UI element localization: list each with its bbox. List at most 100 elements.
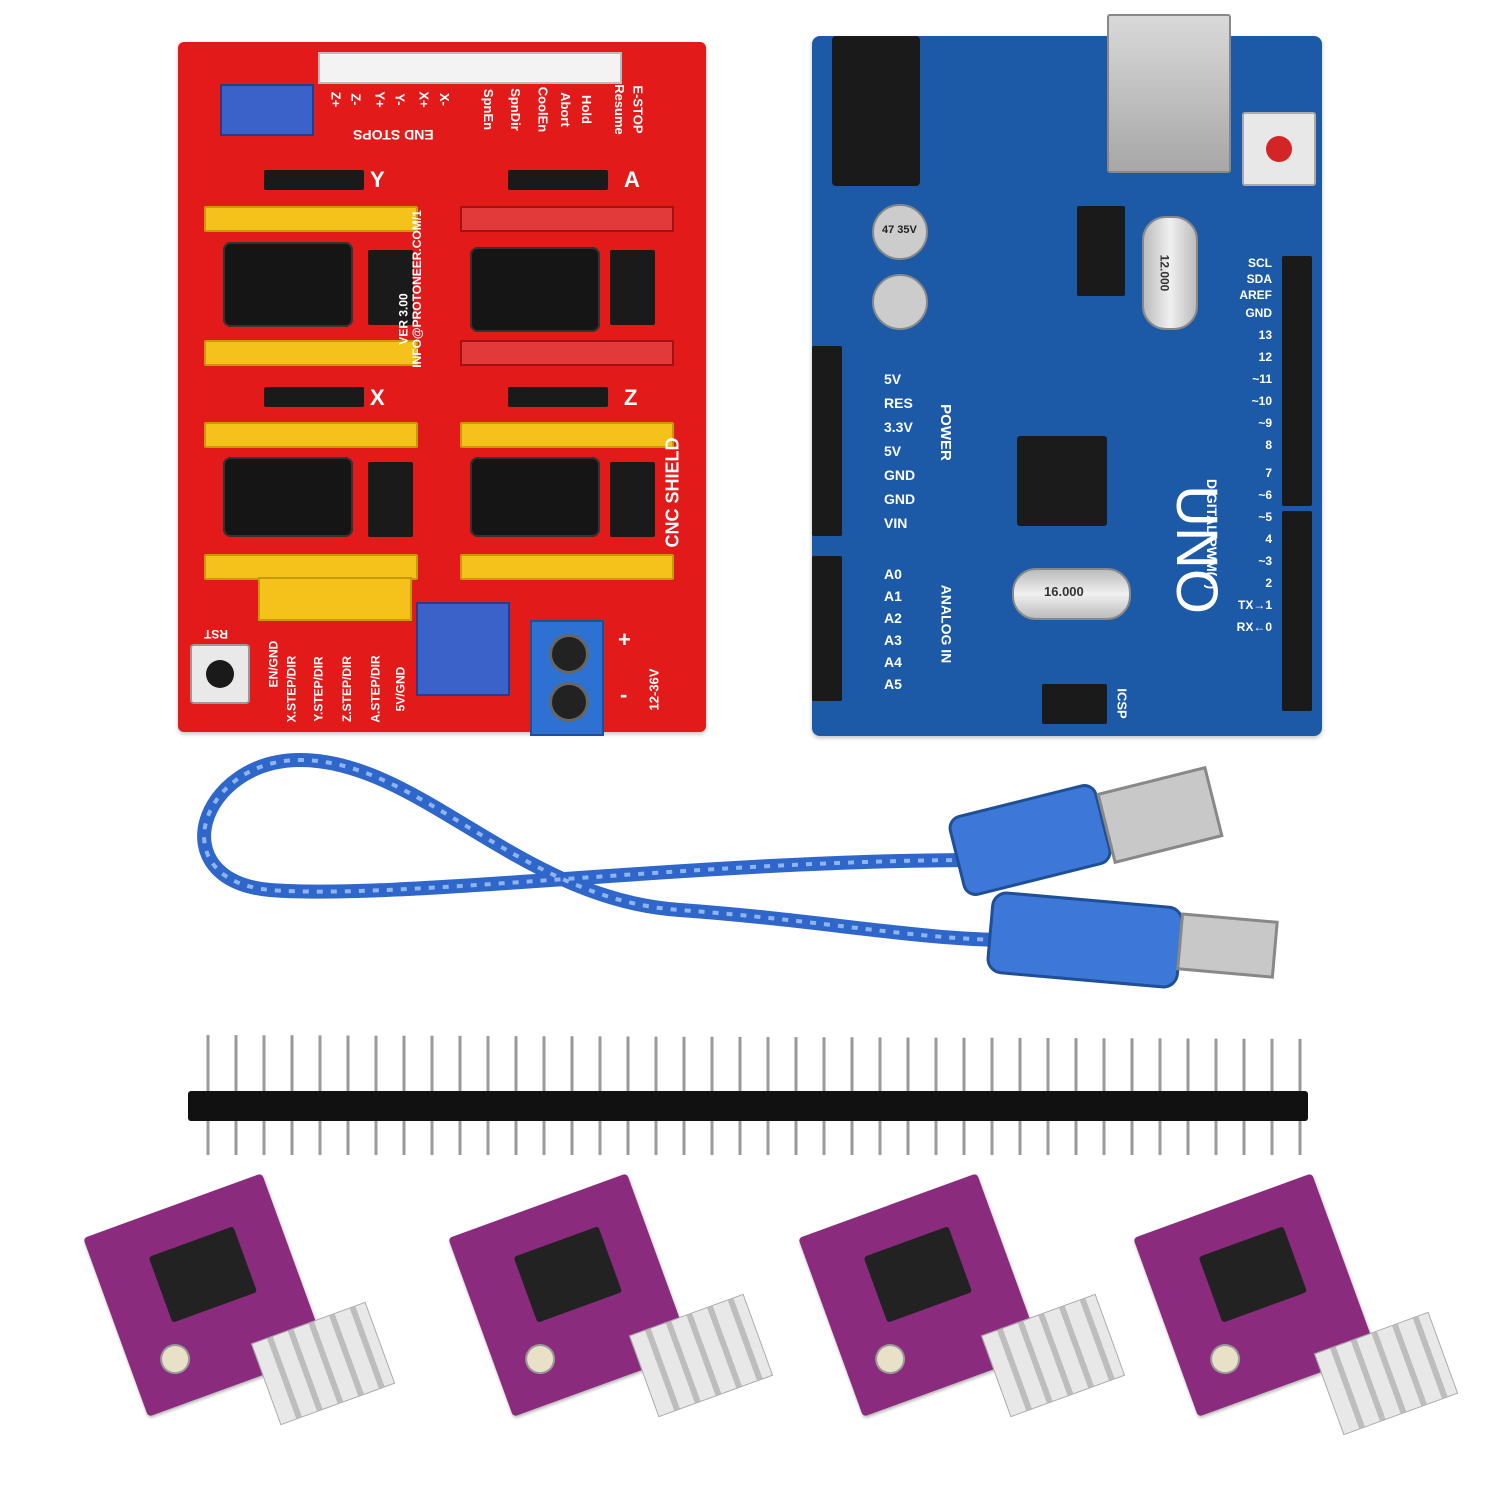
z-socket-top — [460, 422, 674, 448]
pin-gnd: GND — [884, 467, 916, 483]
uno-reset-button[interactable] — [1242, 112, 1316, 186]
icsp-header — [1042, 684, 1107, 724]
pin-aref: AREF — [1239, 288, 1272, 302]
digital-header-1 — [1282, 256, 1312, 506]
label-en-gnd: EN/GND — [266, 640, 281, 688]
a-capacitor — [470, 247, 600, 332]
end-stops-label: END STOPS — [353, 127, 434, 143]
y-socket-bottom — [204, 340, 418, 366]
pin-tx: TX→1 — [1237, 598, 1272, 612]
usb-b-connector — [986, 891, 1279, 989]
board-title: CNC SHIELD — [662, 437, 683, 548]
pin-3v3: 3.3V — [884, 419, 913, 435]
a-microstep-jumpers — [610, 250, 655, 325]
a-jumper-header — [508, 170, 608, 190]
label-y-minus: Y- — [392, 93, 408, 106]
pin-header-strip — [188, 1035, 1308, 1155]
z-capacitor — [470, 457, 600, 537]
y-socket-top — [204, 206, 418, 232]
digital-header-2 — [1282, 511, 1312, 711]
axis-label-a: A — [624, 167, 640, 192]
label-estop: E-STOP — [630, 85, 646, 134]
label-y-step-dir: Y.STEP/DIR — [311, 656, 326, 722]
axis-label-y: Y — [370, 167, 385, 192]
icsp-label: ICSP — [1114, 688, 1130, 719]
power-header — [812, 346, 842, 536]
capacitor-2 — [872, 274, 928, 330]
pin-11: ~11 — [1252, 372, 1272, 386]
pin-rx: RX←0 — [1236, 620, 1272, 634]
power-pin-labels: 5V RES 3.3V 5V GND GND VIN — [884, 371, 915, 539]
pin-a2: A2 — [884, 610, 902, 626]
rst-label: RST — [204, 627, 228, 641]
label-spnen: SpnEn — [481, 88, 497, 131]
pin-5: ~5 — [1258, 510, 1272, 524]
plus-label: + — [618, 627, 631, 652]
label-z-plus: Z+ — [328, 91, 344, 108]
usb-cable — [197, 752, 1279, 989]
uart-header — [220, 84, 314, 136]
crystal-12-label: 12.000 — [1157, 254, 1172, 292]
pin-8: 8 — [1265, 438, 1272, 452]
x-socket-bottom — [204, 554, 418, 580]
pin-gnd-d: GND — [1245, 306, 1272, 320]
axis-label-x: X — [370, 385, 385, 410]
pin-a0: A0 — [884, 566, 902, 582]
pin-3: ~3 — [1258, 554, 1272, 568]
pin-9: ~9 — [1258, 416, 1272, 430]
label-hold: Hold — [578, 95, 594, 124]
label-z-step-dir: Z.STEP/DIR — [340, 655, 355, 723]
pin-6: ~6 — [1258, 488, 1272, 502]
label-y-plus: Y+ — [372, 91, 388, 108]
label-x-plus: X+ — [416, 91, 432, 108]
a-socket-top — [460, 206, 674, 232]
z-jumper-header — [508, 387, 608, 407]
label-resume: Resume — [611, 84, 627, 135]
label-z-minus: Z- — [348, 93, 364, 106]
crystal-16mhz — [1012, 568, 1131, 620]
label-x-minus: X- — [437, 93, 452, 106]
z-microstep-jumpers — [610, 462, 655, 537]
label-a-step-dir: A.STEP/DIR — [368, 655, 383, 723]
x-capacitor — [223, 457, 353, 537]
z-socket-bottom — [460, 554, 674, 580]
pin-12: 12 — [1258, 350, 1272, 364]
y-capacitor — [223, 242, 353, 327]
power-label: POWER — [936, 404, 954, 461]
pin-5v: 5V — [884, 371, 902, 387]
analog-header — [812, 556, 842, 701]
reset-button[interactable] — [190, 644, 250, 704]
arduino-uno-board: 47 35V 12.000 5V RES 3.3V 5V GND GND VIN… — [812, 14, 1322, 736]
usb-b-port — [1107, 14, 1231, 173]
pin-vin: VIN — [884, 515, 908, 531]
pin-gnd-2: GND — [884, 491, 916, 507]
pin-a1: A1 — [884, 588, 902, 604]
dc-power-jack — [832, 36, 920, 186]
crystal-16-label: 16.000 — [1044, 584, 1084, 599]
end-stop-header — [318, 52, 622, 84]
pin-2: 2 — [1265, 576, 1272, 590]
label-5v-gnd: 5V/GND — [393, 666, 408, 712]
label-x-step-dir: X.STEP/DIR — [284, 655, 299, 723]
power-terminal — [530, 620, 604, 736]
pin-7: 7 — [1265, 466, 1272, 480]
label-abort: Abort — [557, 92, 573, 127]
a-socket-bottom — [460, 340, 674, 366]
x-jumper-header — [264, 387, 364, 407]
pin-4: 4 — [1265, 532, 1272, 546]
pin-10: ~10 — [1251, 394, 1272, 408]
pin-13: 13 — [1258, 328, 1272, 342]
label-coolen: CoolEn — [535, 86, 551, 133]
pin-a3: A3 — [884, 632, 902, 648]
pin-res: RES — [884, 395, 913, 411]
expansion-header — [416, 602, 510, 696]
usb-serial-chip — [1077, 206, 1125, 296]
axis-label-z: Z — [624, 385, 638, 410]
y-jumper-header — [264, 170, 364, 190]
crystal-12mhz — [1142, 216, 1198, 330]
analog-pin-labels: A0 A1 A2 A3 A4 A5 — [884, 566, 902, 698]
x-microstep-jumpers — [368, 462, 413, 537]
pin-a4: A4 — [884, 654, 902, 670]
cnc-shield-board: Z+ Z- Y+ Y- X+ X- SpnEn SpnDir CoolEn Ab… — [178, 42, 706, 736]
pin-5v-2: 5V — [884, 443, 902, 459]
